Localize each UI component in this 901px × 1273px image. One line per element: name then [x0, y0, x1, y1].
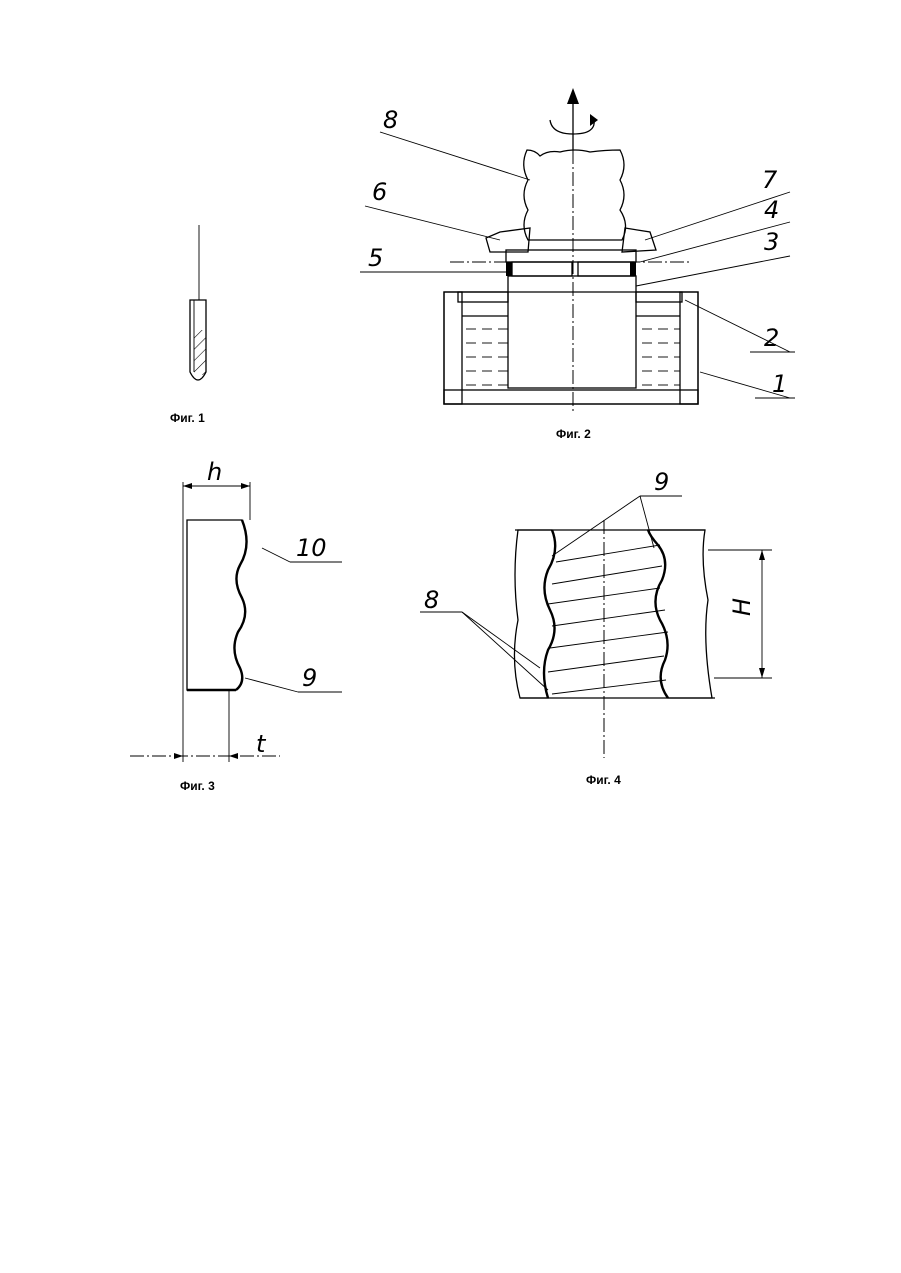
fig4-caption: Фиг. 4 — [586, 773, 621, 787]
fig3-label-10: 10 — [296, 534, 327, 562]
fig1-drawing — [190, 225, 206, 380]
fig2-label-4: 4 — [764, 196, 779, 224]
fig3-label-9: 9 — [302, 664, 317, 692]
fig3-drawing — [130, 482, 342, 762]
fig1-caption: Фиг. 1 — [170, 411, 205, 425]
fig4-dim-H: H — [728, 598, 756, 616]
fig2-label-8: 8 — [383, 106, 398, 134]
fig3-dim-t: t — [256, 730, 267, 758]
fig4-drawing — [420, 496, 772, 758]
fig2-label-6: 6 — [372, 178, 387, 206]
fig4-label-8: 8 — [424, 586, 439, 614]
fig3-dim-h: h — [207, 458, 222, 486]
fig4-label-9: 9 — [654, 468, 669, 496]
fig2-label-7: 7 — [762, 166, 778, 194]
fig3-caption: Фиг. 3 — [180, 779, 215, 793]
fig2-label-2: 2 — [764, 324, 779, 352]
fig2-drawing — [360, 88, 795, 412]
fig2-label-5: 5 — [368, 244, 383, 272]
fig2-label-3: 3 — [764, 228, 779, 256]
fig2-caption: Фиг. 2 — [556, 427, 591, 441]
fig2-label-1: 1 — [772, 370, 787, 398]
